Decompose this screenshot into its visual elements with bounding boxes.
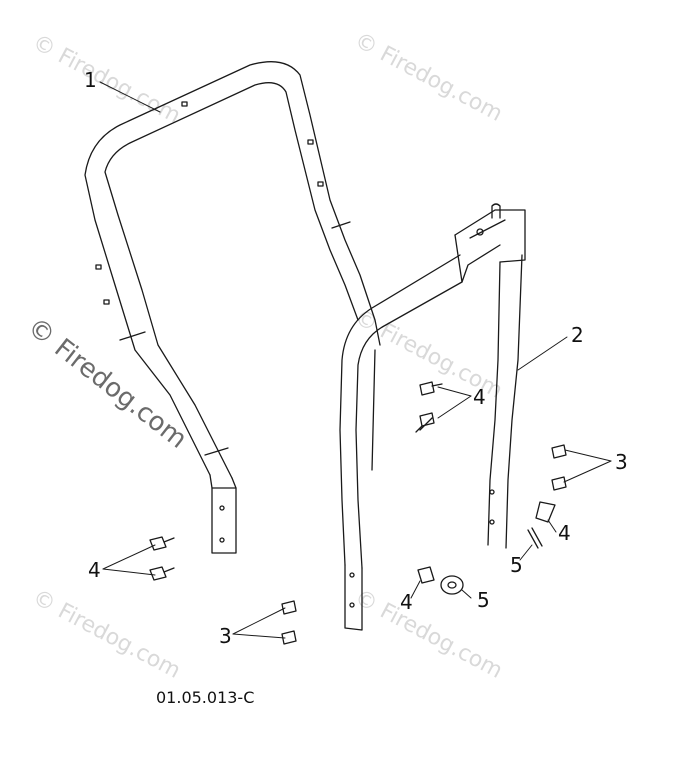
bolt bbox=[281, 600, 297, 615]
frame-right-tube bbox=[339, 203, 526, 631]
callout-part-4: 4 bbox=[88, 558, 101, 582]
leader-lines bbox=[99, 81, 612, 639]
bolt bbox=[415, 412, 435, 433]
bolt bbox=[281, 630, 297, 645]
bolt bbox=[419, 381, 443, 396]
callout-part-5: 5 bbox=[477, 588, 490, 612]
callout-part-4: 4 bbox=[558, 521, 571, 545]
flange-nut bbox=[417, 566, 435, 584]
callout-part-4: 4 bbox=[400, 590, 413, 614]
drawing-id: 01.05.013-C bbox=[156, 688, 255, 707]
bolt bbox=[551, 444, 567, 459]
callout-part-5: 5 bbox=[510, 553, 523, 577]
callout-part-1: 1 bbox=[84, 68, 97, 92]
frame-left-tube bbox=[84, 61, 381, 554]
flange-nut bbox=[149, 536, 175, 551]
callout-part-4: 4 bbox=[473, 385, 486, 409]
callout-part-3: 3 bbox=[615, 450, 628, 474]
callout-part-2: 2 bbox=[571, 323, 584, 347]
flange-nut bbox=[149, 566, 175, 581]
callout-part-3: 3 bbox=[219, 624, 232, 648]
washer bbox=[440, 575, 464, 595]
bolt bbox=[551, 476, 567, 491]
pin bbox=[535, 501, 556, 523]
clip bbox=[527, 527, 543, 549]
